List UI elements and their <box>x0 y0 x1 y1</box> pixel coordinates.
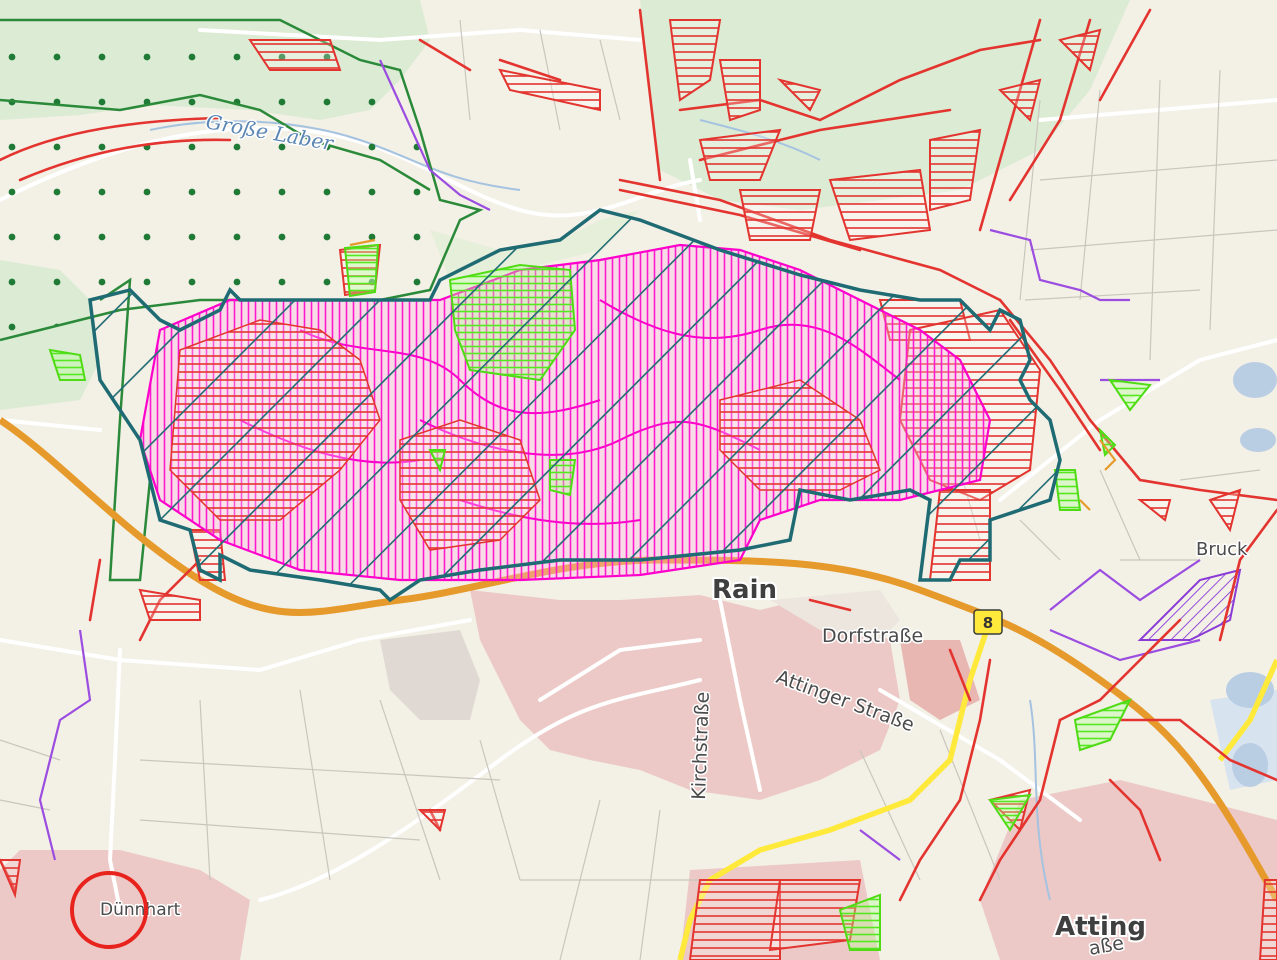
street-label-kirchstrasse: Kirchstraße <box>688 691 714 800</box>
purple-boundaries <box>38 59 1201 861</box>
village-label-rain: Rain <box>712 575 777 605</box>
street-label-dorfstrasse: Dorfstraße <box>822 625 923 647</box>
red-biotopes <box>0 8 1277 902</box>
teal-hatched-zone <box>88 208 1062 603</box>
field-boundaries <box>0 19 1277 960</box>
village-label-atting: Atting <box>1055 912 1146 942</box>
highlight-marker-circle <box>70 871 148 949</box>
village-label-duennhart: Dünnhart <box>100 900 181 920</box>
village-label-bruck-partial: Bruck <box>1196 539 1248 560</box>
road-yellow-east <box>1217 658 1277 762</box>
road-shield-number: 8 <box>983 614 993 632</box>
purple-hatched-zone <box>1137 568 1242 641</box>
orange-small-polys <box>349 238 1117 511</box>
road-shield-b8: 8 <box>973 609 1003 635</box>
